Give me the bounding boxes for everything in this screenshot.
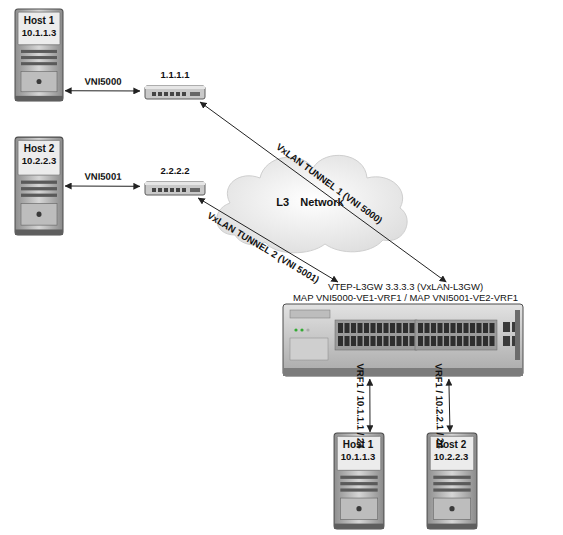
- link-arrow: [65, 186, 140, 187]
- node-title: 1.1.1.1: [140, 70, 210, 81]
- node-title: Host 1: [18, 15, 60, 27]
- node-title: Host 2: [18, 143, 60, 155]
- link-label: VNI5001: [45, 172, 160, 183]
- link-arrow: [200, 102, 446, 282]
- network-cloud: L3 Network: [205, 140, 415, 260]
- host-server: Host 110.1.1.3: [13, 8, 65, 102]
- host-server: Host 210.2.2.3: [425, 432, 479, 530]
- link-arrow: [369, 379, 370, 432]
- node-subtitle: 10.2.2.3: [430, 452, 472, 463]
- link-label: VNI5000: [45, 76, 160, 87]
- host-server: Host 210.2.2.3: [13, 136, 65, 236]
- link-arrow: [449, 379, 450, 432]
- link-label: VRF1 / 10.2.2.1 / 24: [433, 359, 445, 452]
- l3-gateway-switch: VTEP-L3GW 3.3.3.3 (VxLAN-L3GW)MAP VNI500…: [278, 282, 533, 379]
- node-subtitle: 10.1.1.3: [18, 28, 60, 39]
- link-label: VxLAN TUNNEL 1 (VNI 5000): [187, 78, 472, 290]
- link-arrow: [65, 90, 140, 91]
- vtep-switch: 2.2.2.2: [140, 164, 210, 198]
- node-subtitle: 10.1.1.3: [337, 452, 379, 463]
- node-subtitle: 10.2.2.3: [18, 156, 60, 167]
- vtep-switch: 1.1.1.1: [140, 68, 210, 102]
- node-title: 2.2.2.2: [140, 166, 210, 177]
- node-subtitle: MAP VNI5000-VE1-VRF1 / MAP VNI5001-VE2-V…: [278, 293, 533, 304]
- link-label: VRF1 / 10.1.1.1 / 24: [354, 359, 365, 452]
